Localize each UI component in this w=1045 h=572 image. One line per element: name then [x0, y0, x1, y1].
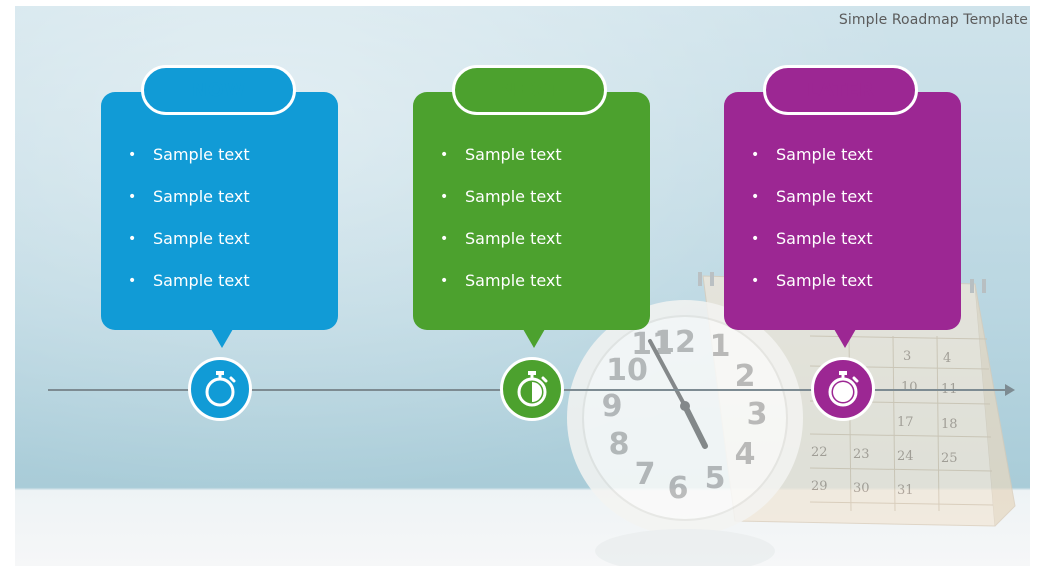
svg-text:31: 31 [897, 483, 914, 498]
list-item: Sample text [440, 144, 562, 186]
later-card-pointer [834, 329, 856, 348]
list-item: Sample text [751, 186, 873, 228]
list-item: Sample text [440, 186, 562, 228]
svg-text:10: 10 [606, 353, 648, 388]
slide-title: Simple Roadmap Template [838, 12, 1028, 28]
stopwatch-half-icon [500, 357, 564, 421]
svg-text:9: 9 [602, 389, 623, 424]
next-card-pointer [523, 329, 545, 348]
svg-text:3: 3 [903, 349, 911, 364]
list-item: Sample text [751, 270, 873, 312]
list-item: Sample text [751, 144, 873, 186]
svg-text:1: 1 [710, 329, 731, 364]
svg-text:30: 30 [853, 481, 870, 496]
svg-text:22: 22 [811, 445, 828, 460]
svg-text:23: 23 [853, 447, 870, 462]
list-item: Sample text [440, 270, 562, 312]
stopwatch-empty-icon [188, 357, 252, 421]
next-label: NEXT [452, 65, 607, 115]
svg-text:6: 6 [668, 471, 689, 506]
later-label: LATER [763, 65, 918, 115]
svg-text:29: 29 [811, 479, 828, 494]
stopwatch-full-icon [811, 357, 875, 421]
now-list: Sample text Sample text Sample text Samp… [128, 144, 250, 312]
svg-text:8: 8 [609, 427, 630, 462]
later-list: Sample text Sample text Sample text Samp… [751, 144, 873, 312]
now-label: NOW [141, 65, 296, 115]
now-card: Sample text Sample text Sample text Samp… [101, 92, 338, 348]
now-card-pointer [211, 329, 233, 348]
svg-text:2: 2 [735, 359, 756, 394]
svg-text:10: 10 [901, 380, 918, 395]
list-item: Sample text [128, 270, 250, 312]
list-item: Sample text [128, 228, 250, 270]
svg-text:24: 24 [897, 449, 914, 464]
svg-text:4: 4 [735, 437, 756, 472]
svg-text:4: 4 [943, 351, 951, 366]
svg-text:3: 3 [747, 397, 768, 432]
svg-text:25: 25 [941, 451, 958, 466]
later-card: Sample text Sample text Sample text Samp… [724, 92, 961, 348]
list-item: Sample text [128, 144, 250, 186]
svg-text:5: 5 [705, 461, 726, 496]
svg-text:12: 12 [654, 325, 696, 360]
list-item: Sample text [440, 228, 562, 270]
svg-text:7: 7 [635, 457, 656, 492]
timeline-arrowhead [1005, 384, 1015, 396]
svg-text:18: 18 [941, 417, 958, 432]
svg-text:17: 17 [897, 415, 914, 430]
next-list: Sample text Sample text Sample text Samp… [440, 144, 562, 312]
list-item: Sample text [128, 186, 250, 228]
list-item: Sample text [751, 228, 873, 270]
next-card: Sample text Sample text Sample text Samp… [413, 92, 650, 348]
